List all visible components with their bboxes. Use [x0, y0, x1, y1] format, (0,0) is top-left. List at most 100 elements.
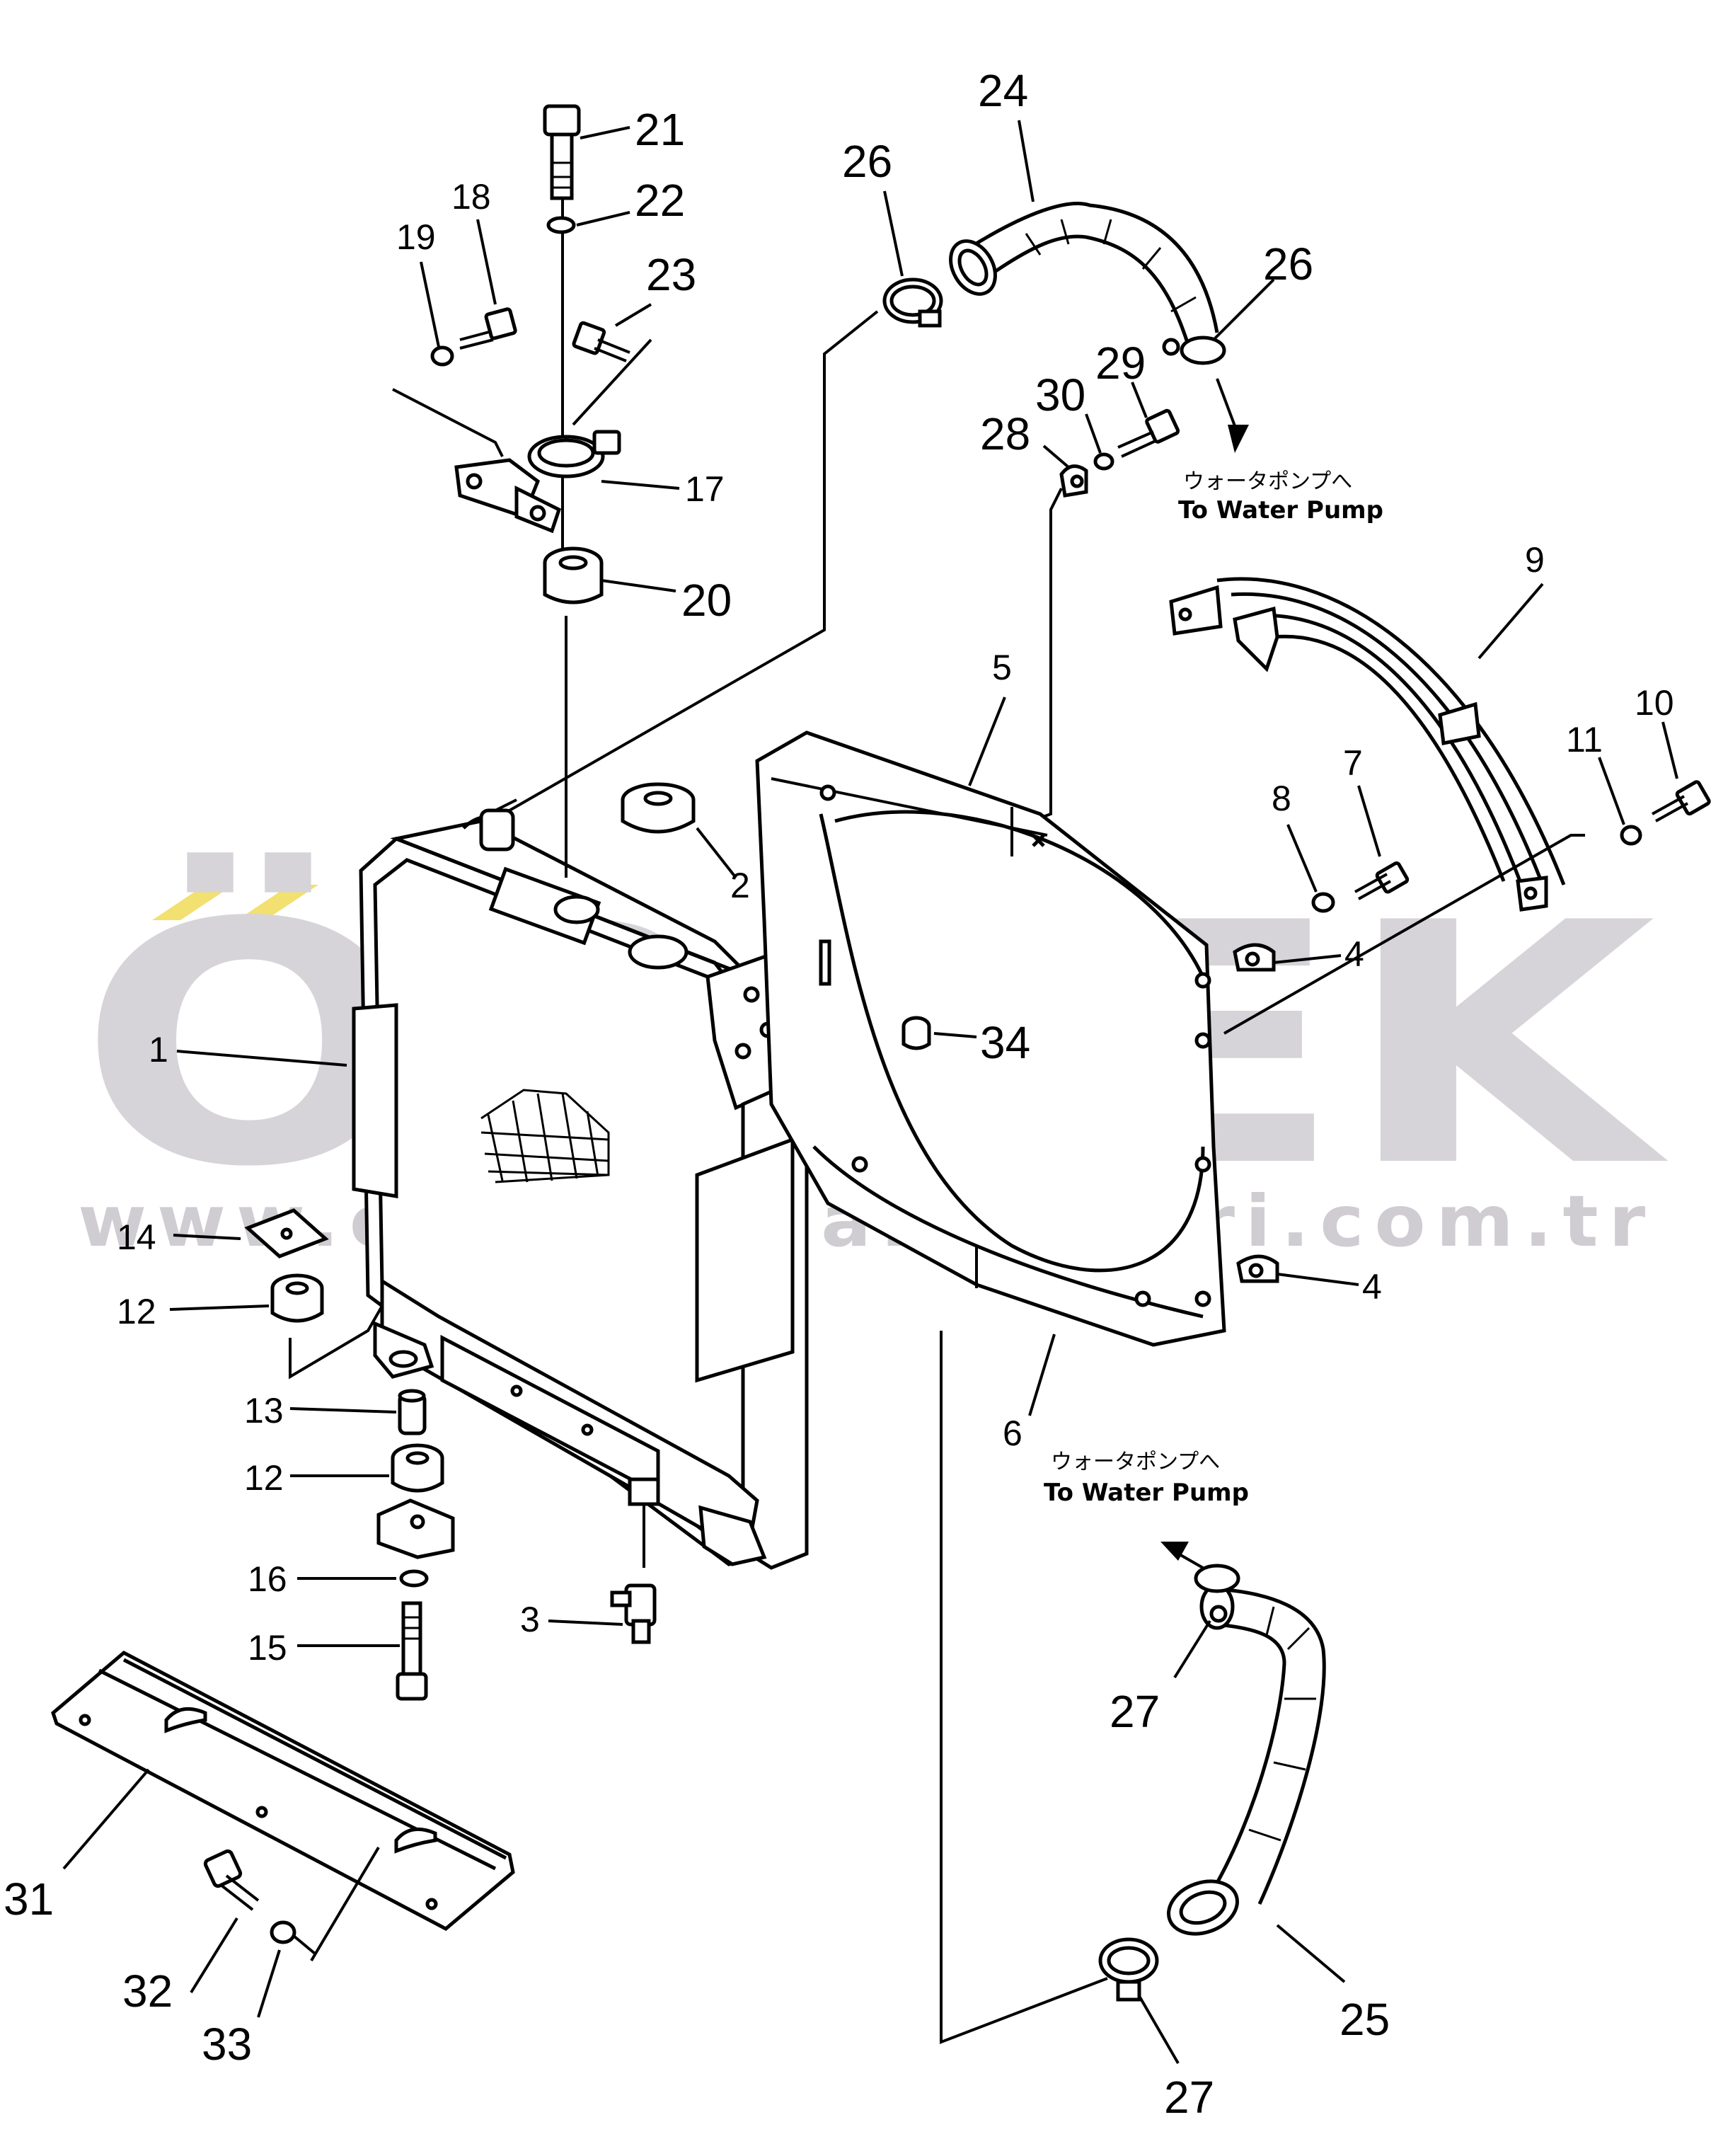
label-8: 8: [1272, 779, 1291, 818]
assembly-line-33: [292, 1934, 316, 1955]
leader-4-upper: [1273, 954, 1342, 964]
label-16: 16: [248, 1559, 287, 1599]
label-2: 2: [730, 866, 750, 905]
label-27-upper: 27: [1110, 1686, 1160, 1737]
label-9: 9: [1525, 540, 1545, 580]
label-13: 13: [244, 1391, 284, 1430]
washer-22: [546, 216, 576, 234]
clip-lower: [1236, 1254, 1279, 1283]
label-20: 20: [681, 575, 732, 626]
leader-34: [933, 1032, 977, 1038]
note-lower: ウォータポンプへ To Water Pump: [1044, 1450, 1249, 1507]
leader-30: [1085, 413, 1102, 454]
leader-3: [548, 1619, 623, 1626]
note-upper-en: To Water Pump: [1178, 496, 1383, 524]
label-19: 19: [396, 217, 436, 257]
label-17: 17: [685, 469, 725, 509]
part-labels: 1 2 3 4 4 5 6 7 8 9 10 11 12 12 13 14 15…: [4, 65, 1674, 2123]
collar-13: [398, 1389, 427, 1435]
watermark-accent-right: [237, 885, 318, 920]
leader-26-right: [1212, 278, 1275, 341]
leader-10: [1661, 721, 1678, 779]
leader-21: [580, 126, 630, 139]
assembly-line-mount: [289, 1305, 384, 1380]
leader-18: [476, 219, 497, 305]
fan-guard: [1169, 577, 1566, 912]
label-7: 7: [1343, 743, 1363, 783]
arrow-upper-head: [1228, 425, 1249, 453]
bolt-32: [203, 1849, 260, 1911]
bracket-mount: [376, 1498, 455, 1559]
label-34: 34: [980, 1017, 1030, 1068]
note-upper: ウォータポンプへ To Water Pump: [1178, 469, 1383, 524]
arrow-lower-head: [1160, 1542, 1189, 1561]
plug-34: [901, 1016, 931, 1050]
cushion-12-lower: [391, 1443, 444, 1493]
under-cover-31: [51, 1651, 515, 1931]
washer-19: [430, 345, 454, 367]
clip-28: [1059, 464, 1088, 498]
upper-hose-24: [949, 202, 1226, 365]
label-4-lower: 4: [1362, 1267, 1382, 1307]
label-15: 15: [248, 1628, 287, 1668]
label-21: 21: [635, 104, 685, 155]
label-29: 29: [1095, 338, 1146, 389]
note-lower-jp: ウォータポンプへ: [1051, 1450, 1220, 1474]
clamp-26-right: [1162, 338, 1180, 356]
radiator-cap: [621, 782, 696, 834]
label-1: 1: [149, 1030, 168, 1070]
label-26-left: 26: [842, 136, 892, 187]
leader-8: [1286, 824, 1318, 893]
assembly-line-lower-hose: [940, 1331, 1108, 2044]
label-14: 14: [117, 1217, 156, 1257]
bolt-7: [1354, 861, 1410, 900]
label-5: 5: [992, 648, 1012, 687]
label-3: 3: [520, 1600, 540, 1639]
clamp-26-left: [882, 277, 943, 328]
parts-drawing: [51, 104, 1711, 2065]
bolt-15: [396, 1601, 428, 1701]
leader-1: [176, 1050, 347, 1067]
note-lower-en: To Water Pump: [1044, 1479, 1249, 1507]
leader-20: [601, 579, 676, 592]
leader-32: [190, 1917, 238, 1994]
drain-cock: [610, 1583, 657, 1644]
bolt-29: [1117, 408, 1180, 458]
label-12-lower: 12: [244, 1458, 284, 1498]
label-32: 32: [122, 1966, 173, 2017]
bracket-17: [454, 430, 621, 534]
label-27-lower: 27: [1164, 2072, 1214, 2123]
label-11: 11: [1566, 720, 1603, 759]
leader-5: [968, 696, 1006, 786]
label-24: 24: [978, 65, 1028, 116]
leader-2: [696, 827, 737, 879]
leader-7: [1357, 785, 1381, 857]
bolt-18: [459, 307, 517, 350]
leader-4-lower: [1277, 1273, 1359, 1286]
leader-23: [614, 303, 652, 327]
leader-9: [1477, 583, 1544, 660]
label-22: 22: [635, 175, 685, 226]
leader-33: [257, 1949, 281, 2018]
leader-28: [1042, 445, 1070, 469]
washer-33: [270, 1920, 296, 1944]
assembly-line-23: [572, 338, 652, 426]
leader-17: [601, 480, 680, 490]
label-23: 23: [646, 249, 696, 300]
leader-31: [62, 1768, 150, 1870]
bolt-10: [1652, 780, 1711, 822]
label-28: 28: [980, 408, 1030, 459]
leader-26-left: [883, 190, 904, 277]
label-25: 25: [1340, 1994, 1390, 2045]
assembly-line-clip: [1011, 488, 1063, 830]
radiator-core: [352, 798, 809, 1570]
bolt-21: [543, 104, 581, 200]
watermark-accent-left: [152, 885, 234, 920]
leader-19: [420, 261, 440, 348]
washer-8: [1311, 892, 1335, 913]
label-26-right: 26: [1263, 239, 1313, 289]
leader-27-upper: [1173, 1619, 1211, 1679]
assembly-line-guard-bolts: [1223, 834, 1585, 1035]
label-31: 31: [4, 1874, 54, 1925]
leader-25: [1276, 1924, 1346, 1983]
